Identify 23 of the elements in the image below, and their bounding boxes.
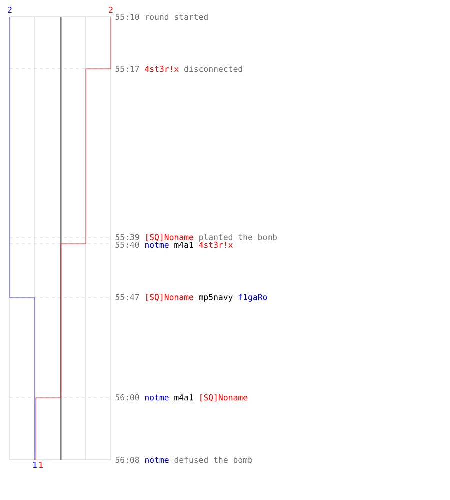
label: notme [145,394,169,401]
count-label: 1 [34,462,37,468]
count-label: 2 [8,6,12,14]
label: 55:40 [116,242,140,248]
count-label: 1 [40,462,43,468]
event-line: 55:17 4st3r!x disconnected [116,66,242,72]
event-line: 56:00 notme m4a1 [SQ]Noname [116,394,248,402]
event-line: 56:08 notme defused the bomb [116,456,252,464]
label: mp5navy [199,294,233,302]
event-line: 55:10 round started [116,14,208,20]
label: notme [145,242,169,248]
event-line: 55:47 [SQ]Noname mp5navy f1gaRo [116,294,268,302]
label: [SQ]Noname [146,294,194,302]
label: [SQ]Noname [200,394,248,402]
event-line: 55:40 notme m4a1 4st3r!x [116,242,233,248]
event-line: 55:39 [SQ]Noname planted the bomb [116,234,278,242]
label: 56:00 [116,394,140,401]
label: 55:47 [116,294,140,300]
label: 4st3r!x [199,242,233,248]
label: f1gaRo [238,294,268,302]
count-label: 2 [109,6,113,14]
label: m4a1 [174,242,194,248]
label: m4a1 [174,394,194,401]
